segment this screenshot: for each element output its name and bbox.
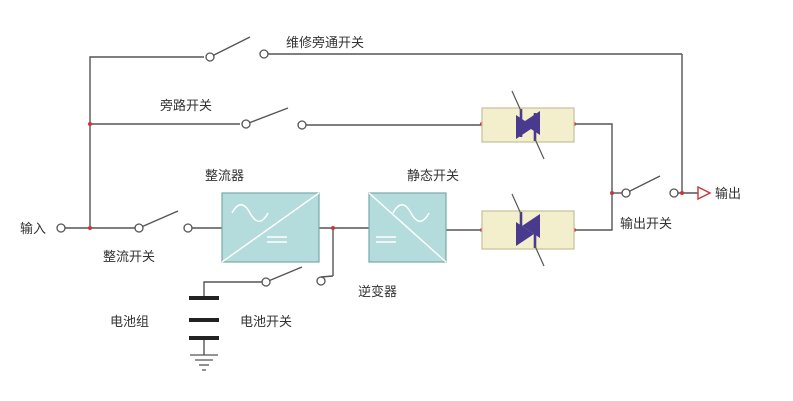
switch-terminal (621, 188, 631, 198)
inverter-divider (368, 192, 447, 263)
output-switch-icon (621, 175, 679, 198)
rectifier-label: 整流器 (205, 169, 244, 184)
bypass-thyristor-pair-icon (481, 90, 575, 160)
switch-blade (138, 210, 179, 229)
switch-blade (625, 175, 661, 194)
bypass-switch-label: 旁路开关 (160, 98, 212, 114)
junction-node (331, 226, 335, 230)
input-label: 输入 (20, 221, 46, 237)
arrow-right-icon (697, 185, 712, 201)
switch-terminal (134, 223, 144, 233)
bypass-output-wire (574, 123, 613, 193)
static-switch-label: 静态开关 (407, 169, 459, 184)
battery-plate (189, 336, 219, 340)
bypass-switch-icon (241, 107, 307, 130)
junction-node (680, 191, 684, 195)
rectifier-switch-icon (134, 210, 193, 233)
switch-terminal (297, 120, 307, 130)
inverter-output-wire (574, 193, 613, 231)
wiring (65, 53, 698, 355)
junction-node (88, 122, 92, 126)
switch-terminal (669, 188, 679, 198)
maintenance-bypass-switch-label: 维修旁通开关 (286, 35, 364, 51)
inverter-block (368, 192, 447, 263)
thyristor-gate (511, 90, 522, 112)
junction-node (610, 191, 614, 195)
ground-icon (190, 354, 218, 371)
switch-terminal (261, 277, 271, 287)
switch-blade (245, 107, 289, 125)
inverter-label: 逆变器 (358, 284, 397, 300)
inverter-thyristor-pair-icon (481, 193, 575, 267)
battery-switch-icon (261, 266, 326, 287)
battery-branch-wire (320, 275, 334, 278)
rectifier-switch-label: 整流开关 (103, 250, 155, 265)
labels: 维修旁通开关 旁路开关 整流器 静态开关 输入 整流开关 逆变器 电池组 电池开… (20, 35, 741, 330)
input-terminal (56, 223, 66, 233)
maintenance-bypass-switch-icon (205, 36, 269, 62)
thyristor-gate (511, 193, 522, 215)
switch-blade (265, 266, 303, 283)
battery-wire (203, 281, 263, 296)
switch-terminal (316, 276, 326, 286)
battery-plate (189, 318, 219, 322)
thyristor-icon (516, 222, 534, 246)
ac-sine-icon (392, 204, 430, 222)
rectifier-divider (221, 192, 320, 263)
battery-switch-label: 电池开关 (240, 315, 292, 330)
switch-terminal (183, 223, 193, 233)
rectifier-block (221, 192, 320, 263)
switch-terminal (241, 119, 251, 129)
switch-blade (209, 36, 251, 58)
maintenance-bypass-wire (89, 56, 204, 228)
output-label: 输出 (715, 186, 741, 202)
switch-terminal (259, 49, 269, 59)
thyristor-gate (534, 245, 545, 267)
ac-sine-icon (231, 204, 269, 222)
battery-plate (189, 296, 219, 300)
thyristor-gate (534, 138, 545, 160)
switch-terminal (205, 52, 215, 62)
output-switch-label: 输出开关 (620, 216, 672, 232)
battery-pack-label: 电池组 (110, 315, 149, 330)
thyristor-icon (516, 115, 534, 139)
battery-icon (189, 296, 219, 340)
junction-node (88, 226, 92, 230)
